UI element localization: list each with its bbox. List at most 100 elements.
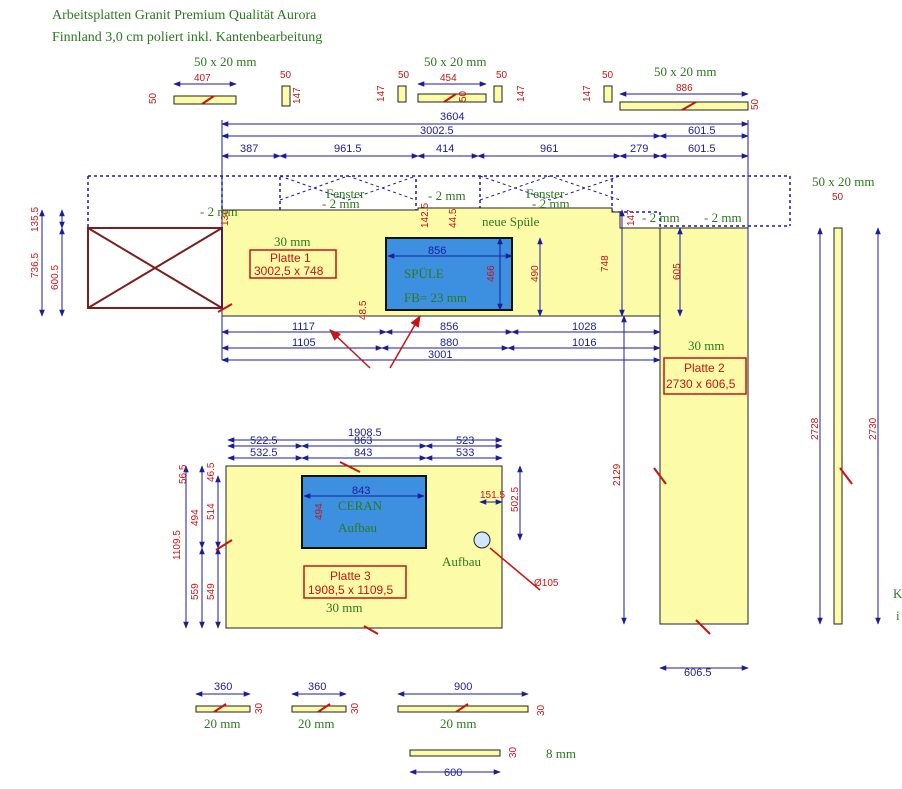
dim-843b: 843 — [352, 485, 370, 497]
dim-961: 961 — [540, 143, 558, 155]
ceran-label: CERAN — [338, 498, 383, 513]
dim-1105: 1105 — [292, 337, 316, 349]
dim-961-5: 961.5 — [334, 143, 362, 155]
bottom-thickness-1: 20 mm — [204, 716, 240, 731]
dim-2730: 2730 — [868, 417, 879, 440]
plate-3-title: Platte 3 — [330, 569, 371, 583]
dim-880: 880 — [440, 337, 458, 349]
hole-aufbau-label: Aufbau — [442, 554, 481, 569]
dim-50h: 50 — [832, 192, 844, 203]
sink-cutout — [385, 237, 513, 311]
bottom-thickness-2: 20 mm — [298, 716, 334, 731]
minus2-label-d: - 2 mm — [532, 196, 570, 211]
dim-605: 605 — [672, 263, 683, 280]
ceran-cutout — [301, 475, 427, 549]
dim-46-5: 46.5 — [206, 462, 217, 482]
dim-135-5: 135.5 — [30, 207, 41, 232]
blue-dims: 3604 3002.5 601.5 387 961.5 414 961 279 … — [214, 111, 716, 779]
dim-1117: 1117 — [292, 321, 315, 333]
dim-147c: 147 — [516, 85, 527, 102]
edge-label-k: K — [893, 586, 902, 601]
dim-559: 559 — [190, 583, 201, 600]
dim-1016: 1016 — [572, 337, 596, 349]
dim-2728: 2728 — [810, 417, 821, 440]
strip-6 — [603, 85, 613, 103]
minus2-label-c: - 2 mm — [428, 188, 466, 203]
dim-360a: 360 — [214, 681, 232, 693]
dim-502-5: 502.5 — [510, 487, 521, 512]
dim-532-5: 532.5 — [250, 447, 278, 459]
dim-900: 900 — [454, 681, 472, 693]
edge-label-i: i — [896, 608, 900, 623]
ceran-aufbau-label: Aufbau — [338, 520, 377, 535]
plate-1-thickness: 30 mm — [274, 234, 310, 249]
strip-3 — [397, 85, 407, 103]
dim-856a: 856 — [428, 245, 446, 257]
dim-843a: 843 — [354, 447, 372, 459]
dim-30c: 30 — [536, 704, 547, 716]
dim-494a: 494 — [190, 509, 201, 526]
plate-3-size: 1908,5 x 1109,5 — [308, 583, 394, 597]
dim-886: 886 — [676, 83, 693, 94]
bottom-thickness-3: 20 mm — [440, 716, 476, 731]
window-1 — [279, 175, 417, 201]
dim-736-5: 736.5 — [30, 253, 41, 278]
strip-7 — [619, 91, 749, 111]
dim-601-5b: 601.5 — [688, 143, 716, 155]
dim-549: 549 — [206, 583, 217, 600]
strip-label-1: 50 x 20 mm — [194, 54, 256, 69]
new-sink-label: neue Spüle — [482, 214, 540, 229]
red-dims: 407 50 50 454 50 50 886 50 50 147 147 50… — [30, 70, 879, 758]
dim-748: 748 — [600, 255, 611, 272]
dimension-lines — [39, 120, 881, 775]
bottom-strip-4 — [409, 749, 501, 757]
header-line-1: Arbeitsplatten Granit Premium Qualität A… — [52, 8, 317, 23]
strip-label-3: 50 x 20 mm — [654, 64, 716, 79]
dim-50d: 50 — [496, 70, 508, 81]
plate-3-label: Platte 3 1908,5 x 1109,5 — [303, 565, 407, 599]
dim-522-5: 522.5 — [250, 435, 278, 447]
strip-label-right: 50 x 20 mm — [812, 174, 874, 189]
strip-5 — [493, 85, 503, 103]
plate-2-size: 2730 x 606,5 — [666, 377, 736, 391]
dim-490: 490 — [530, 265, 541, 282]
dim-136: 136 — [220, 209, 231, 226]
dim-360b: 360 — [308, 681, 326, 693]
dim-514: 514 — [206, 503, 217, 520]
bottom-strip-3 — [397, 705, 529, 713]
dim-44-5: 44.5 — [448, 208, 459, 228]
dim-3002-5: 3002.5 — [420, 125, 454, 137]
dim-50g: 50 — [750, 98, 761, 110]
existing-cabinet — [87, 227, 223, 309]
dim-151-5: 151.5 — [480, 490, 505, 501]
dim-454: 454 — [440, 73, 457, 84]
dim-407: 407 — [194, 73, 211, 84]
minus2-label-f: - 2 mm — [704, 210, 742, 225]
dim-3604: 3604 — [440, 111, 464, 123]
dim-523: 523 — [456, 435, 474, 447]
plate-2-thickness: 30 mm — [688, 338, 724, 353]
plate-3-thickness: 30 mm — [326, 600, 362, 615]
window-label-1: Fenster — [326, 186, 365, 201]
dim-387: 387 — [240, 143, 258, 155]
dim-856b: 856 — [440, 321, 458, 333]
strip-right — [833, 227, 843, 625]
dim-494b: 494 — [314, 503, 325, 520]
dim-30b: 30 — [350, 702, 361, 714]
dim-50a: 50 — [280, 70, 292, 81]
dim-863: 863 — [354, 435, 372, 447]
minus2-label-e: - 2 mm — [642, 210, 680, 225]
dim-50c: 50 — [398, 70, 410, 81]
sink-fb-label: FB= 23 mm — [404, 290, 467, 305]
window-2 — [479, 175, 621, 201]
dim-147a: 147 — [292, 87, 303, 104]
minus2-label-b: - 2 mm — [322, 196, 360, 211]
dim-1109-5: 1109.5 — [172, 530, 183, 560]
dim-30d: 30 — [508, 746, 519, 758]
dim-414: 414 — [436, 143, 454, 155]
plate-1-label: Platte 1 3002,5 x 748 — [249, 249, 337, 279]
dim-142-5: 142.5 — [420, 203, 431, 228]
dim-3001: 3001 — [428, 349, 452, 361]
tap-hole — [473, 531, 491, 549]
